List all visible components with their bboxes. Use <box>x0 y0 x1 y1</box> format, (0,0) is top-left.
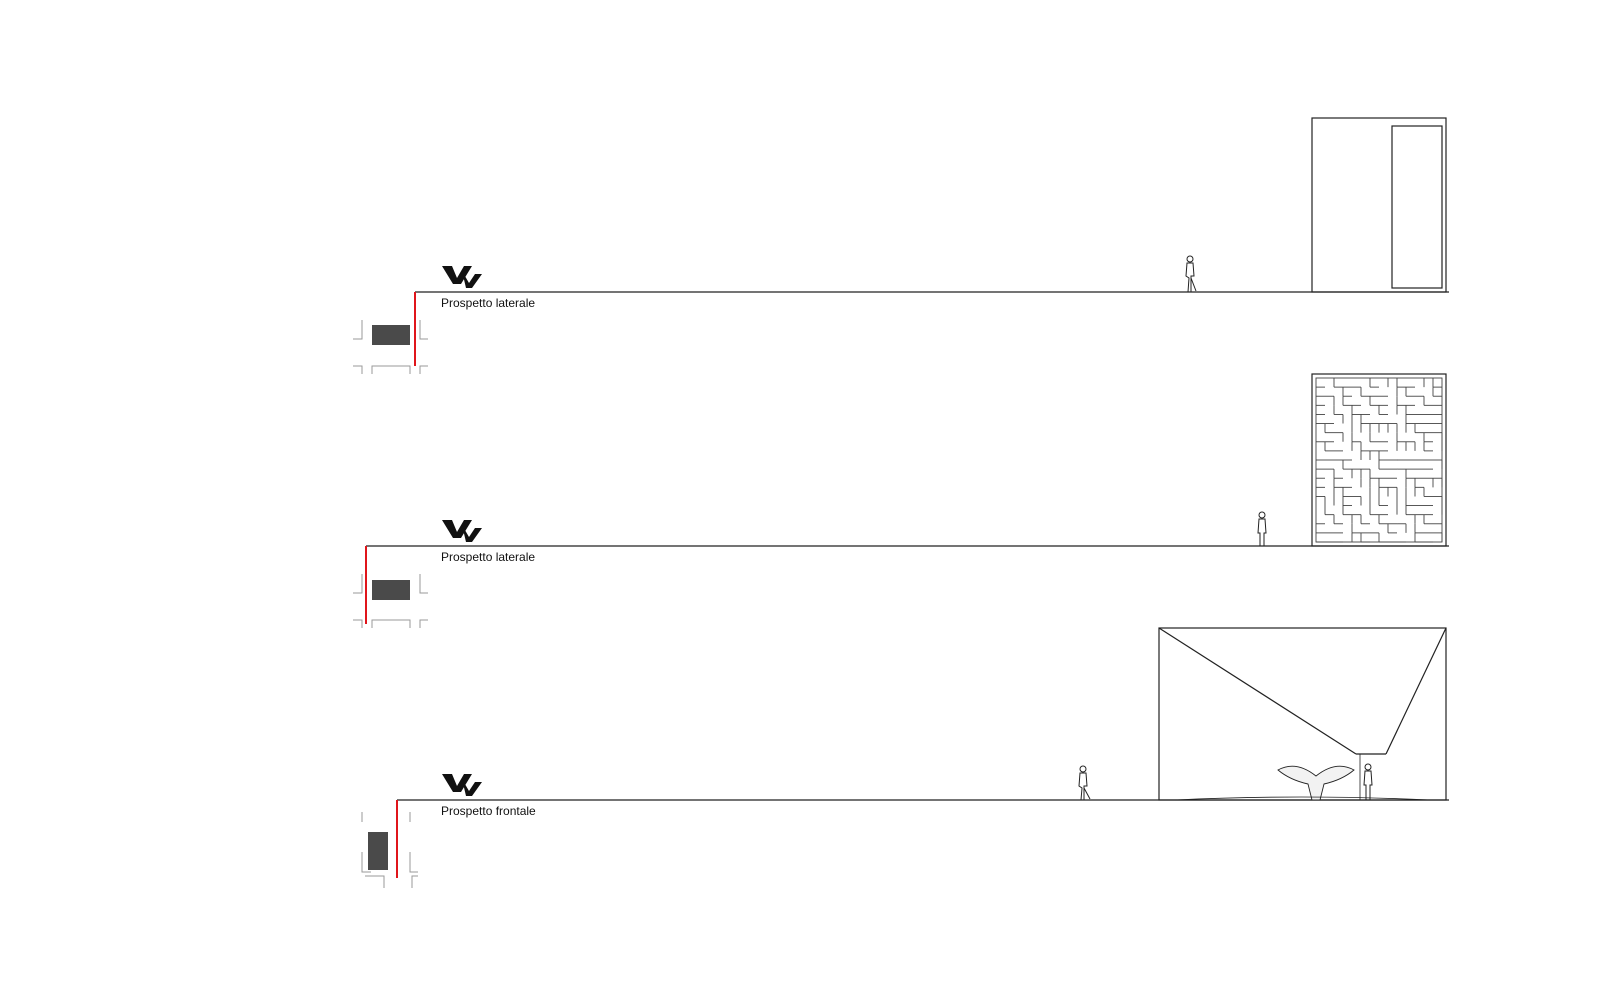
person-walking <box>1182 255 1197 293</box>
key-plan <box>353 574 428 628</box>
person-standing <box>1363 763 1373 801</box>
person-standing <box>1257 511 1267 547</box>
key-plan <box>361 812 418 888</box>
elevation-label: Prospetto laterale <box>441 296 535 310</box>
elevation-3: Prospetto frontale <box>361 627 1449 888</box>
building-block <box>372 580 410 600</box>
fountain-sculpture <box>1277 765 1355 801</box>
person-walking <box>1075 765 1091 801</box>
vv-logo-icon <box>442 520 482 542</box>
elevation-label: Prospetto laterale <box>441 550 535 564</box>
building-block <box>368 832 388 870</box>
elevation-2: Prospetto laterale <box>353 373 1449 628</box>
elevation-1: Prospetto laterale <box>353 117 1449 374</box>
elevation-label: Prospetto frontale <box>441 804 536 818</box>
key-plan <box>353 320 428 374</box>
maze-border <box>1315 377 1443 543</box>
building-block <box>372 325 410 345</box>
vv-logo-icon <box>442 266 482 288</box>
facade-folded-canopy <box>1158 627 1447 801</box>
facade-maze-screen <box>1311 373 1447 547</box>
facade-door-panel <box>1311 117 1447 293</box>
ground-mound <box>1174 796 1431 801</box>
vv-logo-icon <box>442 774 482 796</box>
